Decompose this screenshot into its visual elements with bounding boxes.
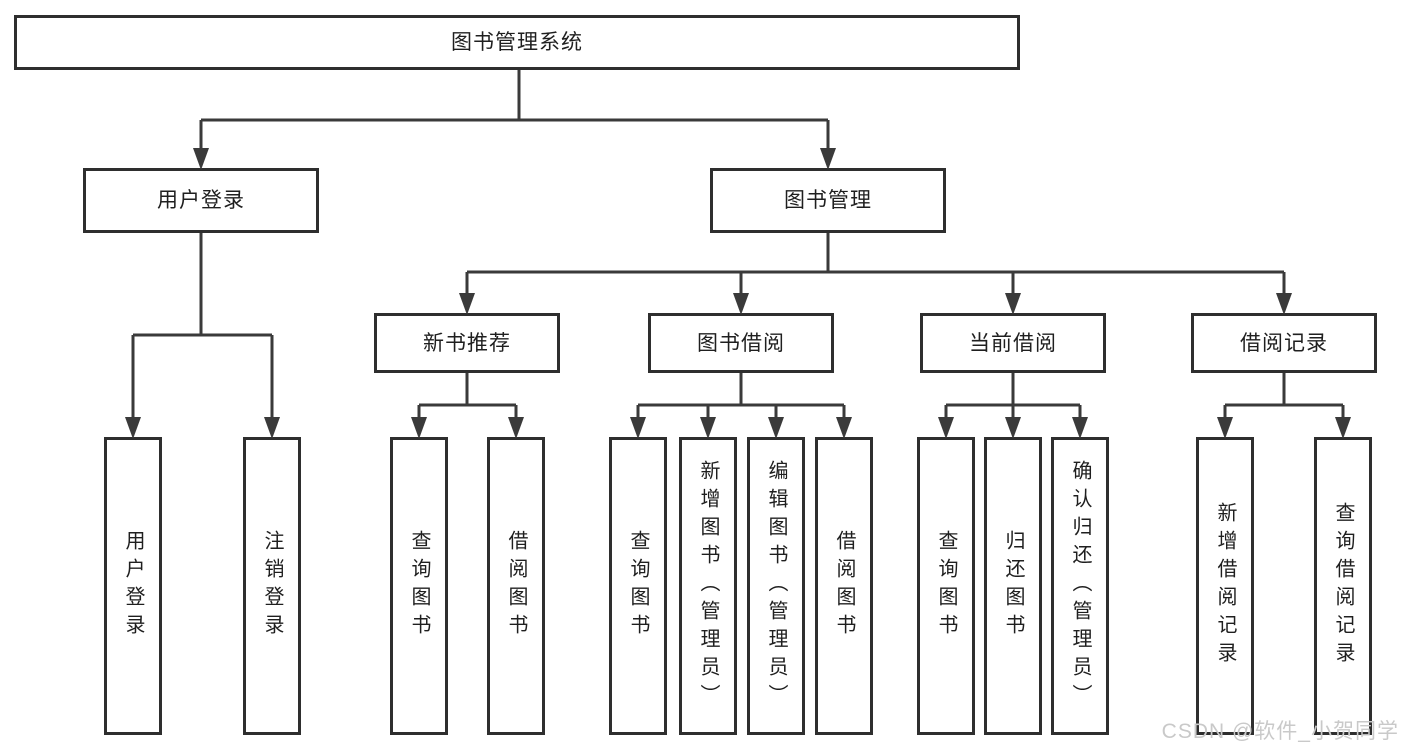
watermark: CSDN @软件_小贺同学 <box>1161 720 1399 743</box>
leaf-query-borrow-record: 查询借阅记录 <box>1314 437 1372 735</box>
arrowhead-down-icon <box>459 293 475 315</box>
leaf-add-book-admin: 新增图书（管理员） <box>679 437 737 735</box>
leaf-add-borrow-record: 新增借阅记录 <box>1196 437 1254 735</box>
arrowhead-down-icon <box>733 293 749 315</box>
leaf-confirm-return-admin: 确认归还（管理员） <box>1051 437 1109 735</box>
arrowhead-down-icon <box>630 417 646 439</box>
node-current-borrowing: 当前借阅 <box>920 313 1106 373</box>
arrowhead-down-icon <box>1276 293 1292 315</box>
arrowhead-down-icon <box>1005 417 1021 439</box>
arrowhead-down-icon <box>820 148 836 170</box>
arrowhead-down-icon <box>508 417 524 439</box>
leaf-borrow-books-a: 借阅图书 <box>487 437 545 735</box>
leaf-query-books-a: 查询图书 <box>390 437 448 735</box>
arrowhead-down-icon <box>1335 417 1351 439</box>
arrowhead-down-icon <box>836 417 852 439</box>
arrowhead-down-icon <box>700 417 716 439</box>
arrowhead-down-icon <box>768 417 784 439</box>
node-new-book-recommend: 新书推荐 <box>374 313 560 373</box>
arrowhead-down-icon <box>411 417 427 439</box>
arrowhead-down-icon <box>193 148 209 170</box>
leaf-logout: 注销登录 <box>243 437 301 735</box>
arrowhead-down-icon <box>1072 417 1088 439</box>
arrowhead-down-icon <box>1005 293 1021 315</box>
leaf-query-books-b: 查询图书 <box>609 437 667 735</box>
node-book-management: 图书管理 <box>710 168 946 233</box>
leaf-return-books: 归还图书 <box>984 437 1042 735</box>
arrowhead-down-icon <box>938 417 954 439</box>
node-user-login: 用户登录 <box>83 168 319 233</box>
leaf-query-books-c: 查询图书 <box>917 437 975 735</box>
leaf-borrow-books-b: 借阅图书 <box>815 437 873 735</box>
arrowhead-down-icon <box>1217 417 1233 439</box>
node-borrowing-records: 借阅记录 <box>1191 313 1377 373</box>
arrowhead-down-icon <box>264 417 280 439</box>
node-book-borrowing: 图书借阅 <box>648 313 834 373</box>
leaf-edit-book-admin: 编辑图书（管理员） <box>747 437 805 735</box>
node-root: 图书管理系统 <box>14 15 1020 70</box>
leaf-user-login: 用户登录 <box>104 437 162 735</box>
arrowhead-down-icon <box>125 417 141 439</box>
